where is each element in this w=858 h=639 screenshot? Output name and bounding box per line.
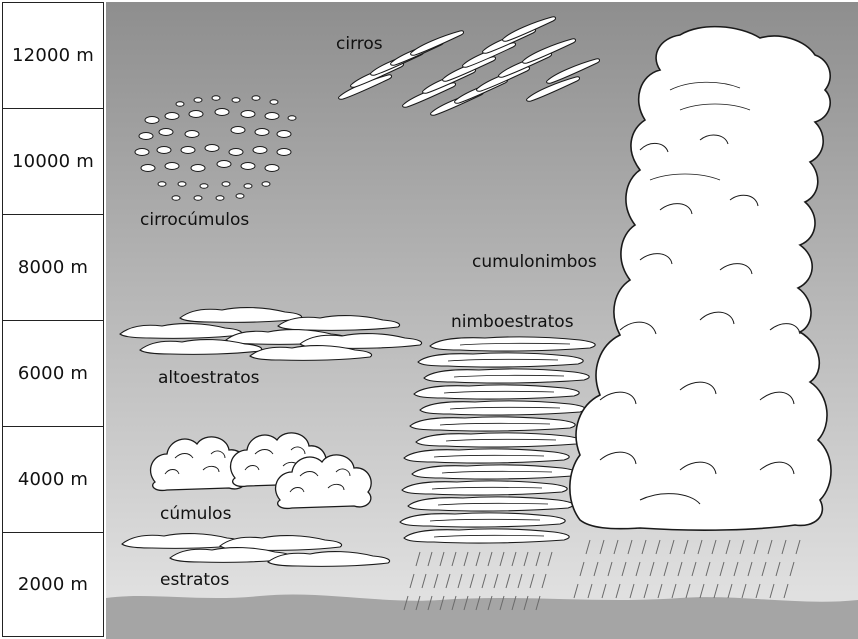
altitude-cell-6000: 6000 m [2, 320, 104, 426]
altitude-label: 8000 m [18, 257, 88, 278]
estratos-label: estratos [160, 570, 229, 590]
altitude-scale: 12000 m 10000 m 8000 m 6000 m 4000 m 200… [0, 0, 106, 639]
nimboestratos-label: nimboestratos [451, 312, 574, 332]
cirrocumulos-label: cirrocúmulos [140, 210, 249, 230]
altitude-cell-4000: 4000 m [2, 426, 104, 532]
altitude-label: 2000 m [18, 574, 88, 595]
altoestratos-label: altoestratos [158, 368, 260, 388]
altitude-cell-2000: 2000 m [2, 532, 104, 637]
ground [106, 594, 858, 639]
altitude-label: 6000 m [18, 363, 88, 384]
altitude-cell-8000: 8000 m [2, 214, 104, 320]
cirros-label: cirros [336, 34, 383, 54]
altitude-label: 4000 m [18, 469, 88, 490]
altitude-cell-10000: 10000 m [2, 108, 104, 214]
altitude-label: 10000 m [12, 151, 94, 172]
cumulos-label: cúmulos [160, 504, 231, 524]
altitude-label: 12000 m [12, 45, 94, 66]
cumulonimbos-label: cumulonimbos [472, 252, 597, 272]
altitude-cell-12000: 12000 m [2, 2, 104, 108]
